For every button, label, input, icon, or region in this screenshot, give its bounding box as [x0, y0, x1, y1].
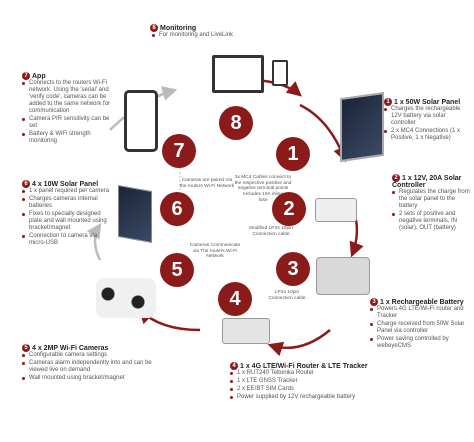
node-8-circle: 8: [219, 106, 253, 140]
node-3-item: Power saving controlled by webeyeCMS: [370, 336, 472, 350]
node-7-item: Battery & WiFi strength monitoring: [22, 131, 118, 145]
node-4-item: 2 x EE/BT SIM Cards: [230, 386, 390, 393]
node-4-item: Power supplied by 12V rechargeable batte…: [230, 394, 390, 401]
fuse-note: Includes 10A inline fuse: [242, 192, 283, 203]
node-6-item: Charges cameras internal batteries: [22, 196, 114, 210]
solar-controller-image: [315, 198, 357, 222]
node-5-item: Cameras alarm independently into and can…: [22, 360, 172, 374]
small-solar-panels-image: [118, 185, 152, 243]
node-6-item: Fixes to specially designed plate and wa…: [22, 211, 114, 232]
node-8-item: For monitoring and LiveLink: [152, 32, 290, 39]
phone-image: [124, 90, 158, 152]
router-image: [222, 318, 270, 344]
battery-case-image: [316, 257, 370, 295]
mobile-small-image: [272, 60, 288, 86]
node-2-item: Regulates the charge from the solar pane…: [392, 189, 472, 210]
node-4-list: 1 x RUT240 Teltonika Router 1 x LTE GNSS…: [230, 370, 390, 401]
node-6-circle: 6: [160, 192, 194, 226]
node-8-list: For monitoring and LiveLink: [150, 32, 290, 39]
node-4-badge: 4: [230, 362, 238, 370]
node-8-badge: 8: [150, 24, 158, 32]
paired-note: Cameras are paired Via the routers Wi-Fi…: [179, 178, 235, 189]
node-2-badge: 2: [392, 174, 400, 182]
node-5-list: Configurable camera settings Cameras ala…: [22, 352, 172, 382]
node-5-badge: 5: [22, 344, 30, 352]
lp24-note: LP24 10pin Connection cable: [268, 290, 306, 301]
node-2-circle: 2: [272, 192, 306, 226]
node-6-item: Connection to camera via micro-USB: [22, 233, 114, 247]
node-5-circle: 5: [160, 253, 194, 287]
node-5-item: Configurable camera settings: [22, 352, 172, 359]
node-3-item: Powers 4G LTE/Wi-Fi router and Tracker: [370, 306, 472, 320]
node-7-badge: 7: [22, 72, 30, 80]
node-1-badge: 1: [384, 98, 392, 106]
node-6-item: 1 x panel required per camera: [22, 188, 114, 195]
node-7-item: Connects to the routers Wi-Fi network. U…: [22, 80, 118, 115]
mc4-note: 3x MC4 Cables connect to the respective …: [234, 175, 292, 192]
comm-note: Cameras Communicate via The routers Wi-F…: [189, 243, 241, 260]
node-5-item: Wall mounted using bracket/magnet: [22, 375, 172, 382]
node-7-circle: 7: [162, 134, 196, 168]
node-7-item: Camera PIR sensitivity can be set: [22, 116, 118, 130]
node-4-item: 1 x LTE GNSS Tracker: [230, 378, 390, 385]
node-1-item: 2 x MC4 Connections (1 x Positive, 1 x N…: [384, 128, 472, 142]
node-1-list: Charges the rechargeable 12V battery via…: [384, 106, 472, 142]
node-4-item: 1 x RUT240 Teltonika Router: [230, 370, 390, 377]
node-4-circle: 4: [218, 282, 252, 316]
node-3-list: Powers 4G LTE/Wi-Fi router and Tracker C…: [370, 306, 472, 350]
node-2-item: 2 sets of positive and negative terminal…: [392, 211, 472, 232]
node-2-list: Regulates the charge from the solar pane…: [392, 189, 472, 232]
node-7-list: Connects to the routers Wi-Fi network. U…: [22, 80, 118, 145]
node-6-list: 1 x panel required per camera Charges ca…: [22, 188, 114, 247]
cameras-image: [96, 278, 156, 318]
node-3-circle: 3: [276, 252, 310, 286]
monitor-image: [212, 55, 264, 93]
solar-panel-image: [340, 91, 384, 163]
node-6-badge: 6: [22, 180, 30, 188]
node-1-circle: 1: [276, 137, 310, 171]
node-3-badge: 3: [370, 298, 378, 306]
node-3-item: Charge received from 50W Solar Panel via…: [370, 321, 472, 335]
lp34-note: Modified LP34 10pin Connection cable: [249, 226, 293, 237]
node-1-item: Charges the rechargeable 12V battery via…: [384, 106, 472, 127]
